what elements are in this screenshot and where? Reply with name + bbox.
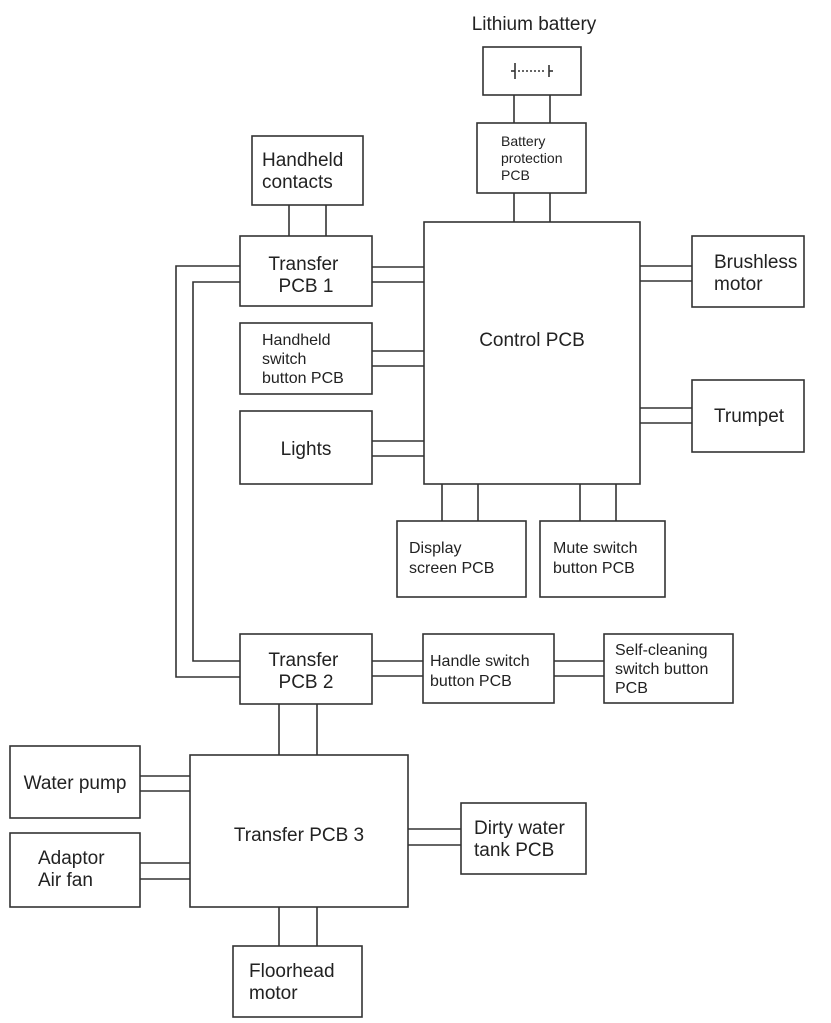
svg-text:Water pump: Water pump	[24, 773, 127, 794]
svg-text:Transfer PCB 3: Transfer PCB 3	[234, 825, 364, 846]
svg-text:Lights: Lights	[281, 439, 332, 460]
handheld-switch-label-line-0: Handheld	[262, 332, 331, 349]
brushless-label-line-0: Brushless	[714, 252, 797, 273]
self-cleaning-label-line-0: Self-cleaning	[615, 642, 708, 659]
handle-switch-button-pcb: Handle switch button PCB	[422, 633, 555, 704]
transfer1-label-line-1: PCB 1	[279, 276, 334, 297]
dirty-water-tank-pcb: Dirty water tank PCB	[460, 802, 587, 875]
connectors	[140, 95, 692, 946]
svg-text:Trumpet: Trumpet	[714, 406, 785, 427]
water-pump-label-line-0: Water pump	[24, 773, 127, 794]
control-pcb: Control PCB	[423, 221, 641, 485]
lithium-battery-block: Lithium battery	[472, 14, 597, 96]
dirty-water-label-line-1: tank PCB	[474, 840, 554, 861]
floorhead-motor: Floorhead motor	[232, 945, 363, 1018]
display-screen-pcb: Display screen PCB	[396, 520, 527, 598]
svg-text:Handheld switch bu: Handheld switch button PCB	[262, 332, 344, 387]
self-cleaning-switch-button-pcb: Self-cleaning switch button PCB	[603, 633, 734, 704]
display-label-line-1: screen PCB	[409, 560, 494, 577]
battery-protection-pcb: Battery protection PCB	[476, 122, 587, 194]
handle-switch-label-line-0: Handle switch	[430, 653, 530, 670]
battery-protection-label-line-1: protection	[501, 150, 562, 166]
svg-text:Dirty water tank PCB: Dirty water tank PCB	[474, 818, 570, 861]
mute-switch-button-pcb: Mute switch button PCB	[539, 520, 666, 598]
floorhead-label-line-1: motor	[249, 983, 298, 1004]
transfer2-label-line-0: Transfer	[268, 650, 339, 671]
display-label-line-0: Display	[409, 540, 461, 557]
control-label-line-0: Control PCB	[479, 330, 585, 351]
battery-symbol-icon	[511, 63, 553, 79]
brushless-motor: Brushless motor	[691, 235, 805, 308]
transfer1-label-line-0: Transfer	[268, 254, 339, 275]
svg-text:Control PCB: Control PCB	[479, 330, 585, 351]
self-cleaning-label-line-2: PCB	[615, 680, 648, 697]
battery-title: Lithium battery	[472, 14, 597, 35]
adaptor-label-line-0: Adaptor	[38, 848, 105, 869]
svg-text:Transfer PCB 2: Transfer PCB 2	[268, 650, 343, 693]
handheld-switch-label-line-2: button PCB	[262, 370, 344, 387]
battery-protection-label-line-2: PCB	[501, 167, 530, 183]
mute-label-line-1: button PCB	[553, 560, 635, 577]
trumpet: Trumpet	[691, 379, 805, 453]
lights-label-line-0: Lights	[281, 439, 332, 460]
lights: Lights	[239, 410, 373, 485]
battery-protection-label-line-0: Battery	[501, 133, 545, 149]
svg-text:Self-cleaning switch but: Self-cleaning switch button PCB	[615, 642, 713, 697]
svg-text:Brushless motor: Brushless motor	[714, 252, 803, 295]
transfer-pcb-1: Transfer PCB 1	[239, 235, 373, 307]
transfer-pcb-2: Transfer PCB 2	[239, 633, 373, 705]
self-cleaning-label-line-1: switch button	[615, 661, 708, 678]
transfer-pcb-3: Transfer PCB 3	[189, 754, 409, 908]
svg-text:Adaptor Air fan: Adaptor Air fan	[38, 848, 110, 891]
brushless-label-line-1: motor	[714, 274, 763, 295]
handheld-contacts-label-line-1: contacts	[262, 172, 333, 193]
transfer3-label-line-0: Transfer PCB 3	[234, 825, 364, 846]
adaptor-air-fan: Adaptor Air fan	[9, 832, 141, 908]
svg-text:Battery protection: Battery protection PCB	[501, 133, 566, 183]
mute-label-line-0: Mute switch	[553, 540, 637, 557]
handheld-switch-label-line-1: switch	[262, 351, 306, 368]
handheld-contacts: Handheld contacts	[251, 135, 364, 206]
floorhead-label-line-0: Floorhead	[249, 961, 335, 982]
svg-text:Display screen PCB: Display screen PCB	[409, 540, 494, 577]
handheld-switch-button-pcb: Handheld switch button PCB	[239, 322, 373, 395]
water-pump: Water pump	[9, 745, 141, 819]
svg-text:Handle switch button PCB: Handle switch button PCB	[430, 653, 534, 690]
dirty-water-label-line-0: Dirty water	[474, 818, 565, 839]
transfer2-label-line-1: PCB 2	[279, 672, 334, 693]
svg-text:Transfer PCB 1: Transfer PCB 1	[268, 254, 343, 297]
svg-text:Handheld contacts: Handheld contacts	[262, 150, 349, 193]
svg-text:Floorhead motor: Floorhead motor	[249, 961, 340, 1004]
svg-text:Mute switch button PCB: Mute switch button PCB	[553, 540, 642, 577]
handheld-contacts-label-line-0: Handheld	[262, 150, 343, 171]
trumpet-label-line-0: Trumpet	[714, 406, 785, 427]
handle-switch-label-line-1: button PCB	[430, 673, 512, 690]
adaptor-label-line-1: Air fan	[38, 870, 93, 891]
